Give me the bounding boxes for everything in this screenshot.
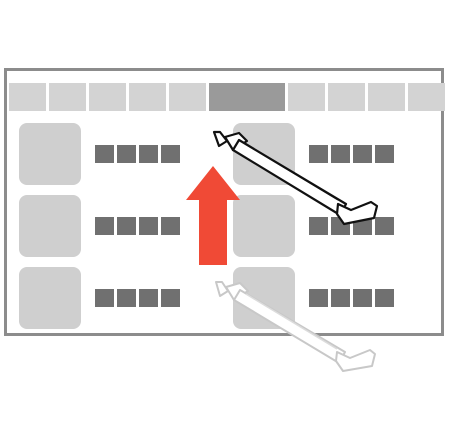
text-placeholder-block — [353, 145, 372, 163]
stylus-icon[interactable] — [212, 130, 379, 226]
item-label-placeholder — [309, 289, 394, 307]
text-placeholder-block — [95, 217, 114, 235]
text-placeholder-block — [375, 217, 394, 235]
text-placeholder-block — [331, 145, 350, 163]
text-placeholder-block — [161, 217, 180, 235]
tab[interactable] — [9, 83, 47, 111]
tab[interactable] — [367, 83, 405, 111]
text-placeholder-block — [95, 145, 114, 163]
text-placeholder-block — [95, 289, 114, 307]
tab[interactable] — [287, 83, 325, 111]
tab-selected[interactable] — [209, 83, 285, 111]
text-placeholder-block — [139, 217, 158, 235]
text-placeholder-block — [161, 145, 180, 163]
text-placeholder-block — [309, 145, 328, 163]
app-tile[interactable] — [233, 195, 295, 257]
text-placeholder-block — [139, 289, 158, 307]
item-label-placeholder — [95, 217, 180, 235]
text-placeholder-block — [139, 145, 158, 163]
text-placeholder-block — [375, 289, 394, 307]
item-label-placeholder — [309, 145, 394, 163]
item-label-placeholder — [95, 289, 180, 307]
text-placeholder-block — [331, 289, 350, 307]
text-placeholder-block — [161, 289, 180, 307]
app-tile[interactable] — [19, 195, 81, 257]
item-label-placeholder — [95, 145, 180, 163]
text-placeholder-block — [117, 145, 136, 163]
text-placeholder-block — [117, 289, 136, 307]
text-placeholder-block — [117, 217, 136, 235]
tab[interactable] — [169, 83, 207, 111]
stylus-start-position-icon — [215, 281, 376, 372]
text-placeholder-block — [309, 217, 328, 235]
text-placeholder-block — [375, 145, 394, 163]
tab[interactable] — [89, 83, 127, 111]
tab[interactable] — [49, 83, 87, 111]
text-placeholder-block — [353, 289, 372, 307]
tab[interactable] — [408, 83, 446, 111]
arrow-up-icon — [186, 166, 240, 265]
tab[interactable] — [327, 83, 365, 111]
app-tile[interactable] — [19, 123, 81, 185]
app-tile[interactable] — [19, 267, 81, 329]
tab[interactable] — [129, 83, 167, 111]
tab-bar — [9, 83, 446, 111]
text-placeholder-block — [309, 289, 328, 307]
